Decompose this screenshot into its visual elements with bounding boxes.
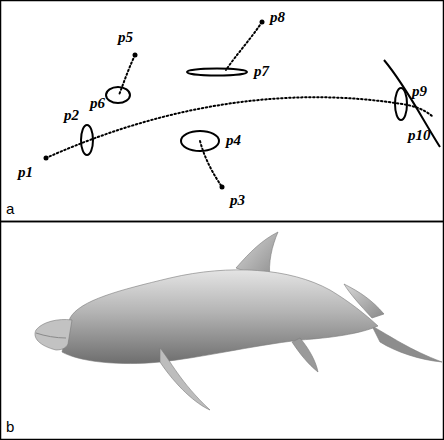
point-label: p9 bbox=[412, 84, 427, 99]
panel-letter: b bbox=[6, 419, 14, 434]
point-label: p8 bbox=[270, 10, 285, 25]
point-label: p5 bbox=[118, 30, 133, 45]
point-label: p4 bbox=[226, 133, 241, 148]
point-label: p7 bbox=[254, 64, 269, 79]
dolphin-model bbox=[35, 232, 442, 410]
point-label: p3 bbox=[230, 193, 245, 208]
panel-frame bbox=[1, 222, 444, 440]
stroke-end-dot bbox=[44, 20, 265, 190]
cross-section-ellipse bbox=[81, 69, 407, 156]
point-label: p6 bbox=[90, 96, 105, 111]
panel-frame bbox=[1, 1, 444, 222]
point-label: p1 bbox=[18, 165, 33, 180]
dotted-stroke bbox=[46, 22, 432, 187]
point-label: p10 bbox=[408, 128, 431, 143]
solid-stroke bbox=[384, 60, 440, 147]
point-label: p2 bbox=[64, 108, 79, 123]
panel-letter: a bbox=[6, 201, 14, 216]
